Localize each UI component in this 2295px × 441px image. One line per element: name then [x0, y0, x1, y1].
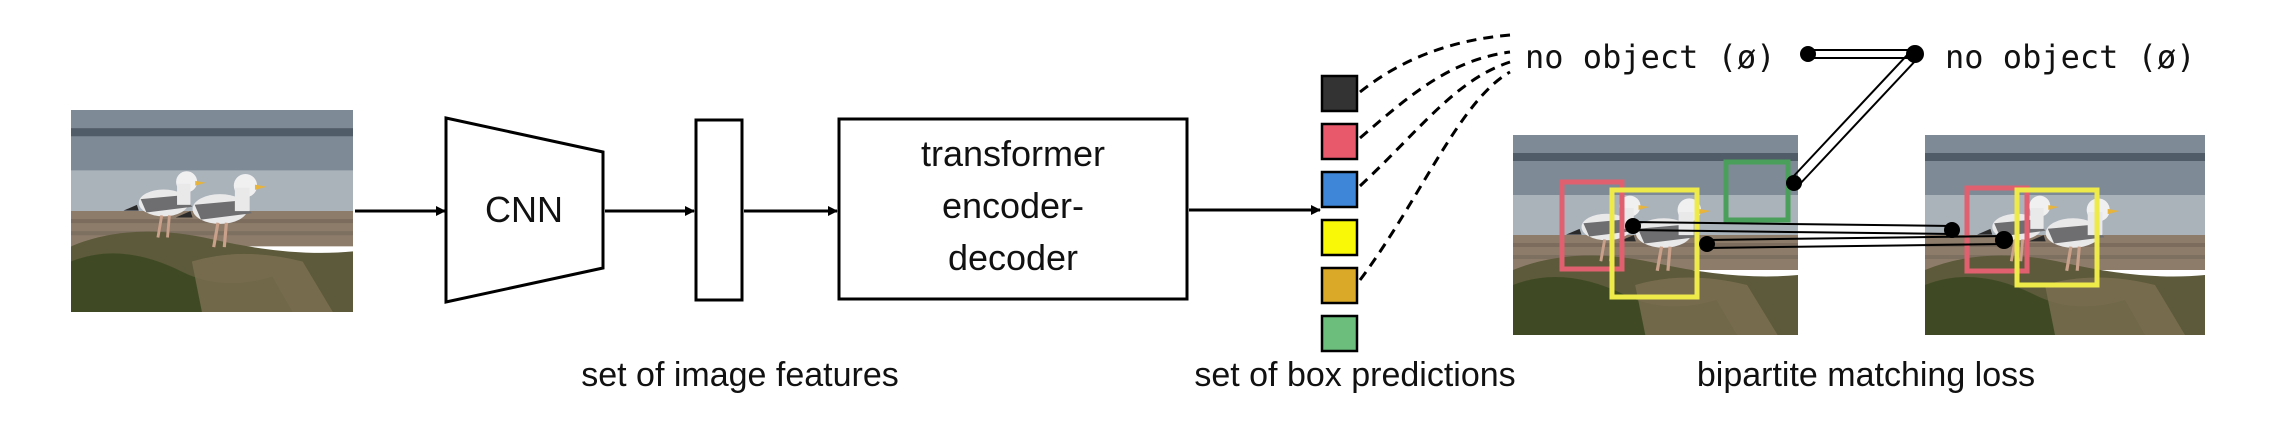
ground-truth-photo-boxes — [1964, 185, 2100, 288]
prediction-photo-boxes — [1559, 159, 1791, 300]
gt-box-yellow — [2014, 187, 2100, 288]
prediction-square-1 — [1320, 74, 1359, 113]
prediction-square-4 — [1320, 218, 1359, 257]
pred-box-yellow — [1609, 187, 1700, 300]
dashed-no-object-links — [1358, 33, 1511, 281]
pred-box-red — [1559, 179, 1625, 272]
image-features-block — [694, 118, 744, 302]
pred-box-green — [1723, 159, 1791, 223]
prediction-square-3 — [1320, 170, 1359, 209]
prediction-square-5 — [1320, 266, 1359, 305]
gt-box-red — [1964, 185, 2030, 274]
no-object-label-right: no object (ø) — [1945, 38, 2195, 76]
transformer-line-2: encoder- — [942, 185, 1084, 226]
transformer-line-1: transformer — [921, 133, 1105, 174]
input-image — [71, 110, 353, 312]
caption-image-features: set of image features — [581, 356, 899, 394]
transformer-block: transformer encoder- decoder — [837, 117, 1189, 301]
box-predictions — [1320, 74, 1359, 353]
no-object-label-left: no object (ø) — [1525, 38, 1775, 76]
caption-matching-loss: bipartite matching loss — [1697, 356, 2035, 394]
transformer-line-3: decoder — [948, 237, 1078, 278]
input-photo — [71, 110, 353, 312]
prediction-square-2 — [1320, 122, 1359, 161]
cnn-label: CNN — [485, 189, 563, 230]
caption-box-predictions: set of box predictions — [1194, 356, 1515, 394]
prediction-photo — [1513, 135, 1798, 335]
matching-dots — [1625, 45, 2013, 252]
cnn-block: CNN — [444, 116, 605, 304]
prediction-square-6 — [1320, 314, 1359, 353]
